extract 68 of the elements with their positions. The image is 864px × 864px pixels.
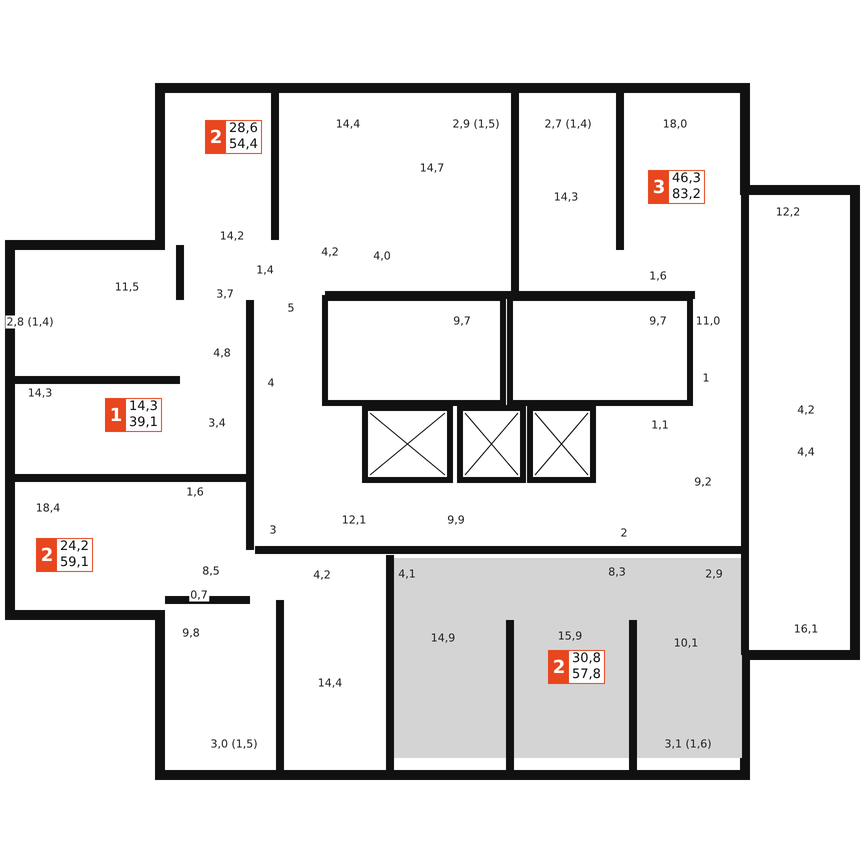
area-label: 2,7 (1,4): [543, 118, 593, 130]
area-label: 9,7: [648, 314, 668, 328]
room-count: 2: [549, 651, 569, 683]
area-value: 46,3: [671, 171, 702, 187]
area-label: 15,9: [556, 630, 584, 642]
area-label: 2,9 (1,5): [451, 118, 501, 130]
area-label: 14,4: [334, 118, 362, 130]
area-label: 11,5: [114, 280, 140, 294]
area-label: 9,9: [446, 514, 466, 526]
room-count: 1: [106, 399, 126, 431]
area-label: 9,7: [452, 314, 472, 328]
area-label: 3,0 (1,5): [209, 738, 259, 750]
area-label: 14,7: [418, 162, 446, 174]
area-label: 4,2: [320, 246, 340, 258]
area-label: 4,1: [397, 568, 417, 580]
area-label: 4,4: [796, 446, 816, 458]
area-value: 39,1: [128, 415, 159, 431]
area-label: 2: [620, 526, 628, 540]
area-label: 9,8: [181, 626, 201, 640]
area-label: 3,1 (1,6): [663, 738, 713, 750]
area-value: 59,1: [59, 555, 90, 571]
area-label: 8,3: [607, 566, 627, 578]
area-label: 3: [268, 524, 278, 536]
area-label: 2,9: [704, 568, 724, 580]
area-label: 4: [266, 376, 276, 390]
area-label: 18,0: [662, 118, 688, 130]
area-value: 14,3: [128, 399, 159, 415]
area-value: 83,2: [671, 187, 702, 203]
area-label: 18,4: [34, 502, 62, 514]
room-count: 3: [649, 171, 669, 203]
room-count: 2: [206, 121, 226, 153]
area-label: 14,9: [430, 632, 456, 644]
area-label: 8,5: [201, 564, 221, 578]
area-label: 9,2: [693, 476, 713, 488]
area-label: 1,6: [185, 486, 205, 498]
area-label: 1,4: [255, 264, 275, 276]
area-label: 14,3: [552, 190, 580, 204]
area-label: 4,0: [372, 250, 392, 262]
area-label: 1: [702, 372, 710, 384]
area-label: 10,1: [672, 636, 700, 650]
room-count: 2: [37, 539, 57, 571]
apartment-badge: [648, 170, 705, 204]
area-label: 5: [286, 302, 296, 314]
area-label: 14,2: [218, 230, 246, 242]
area-label: 1,1: [650, 418, 670, 432]
area-label: 4,2: [312, 568, 332, 582]
apartment-badge: [548, 650, 605, 684]
area-label: 3,7: [215, 288, 235, 300]
area-value: 54,4: [228, 137, 259, 153]
area-label: 12,2: [774, 206, 802, 218]
area-label: 0,7: [189, 588, 209, 602]
area-label: 11,0: [694, 314, 722, 328]
area-label: 12,1: [340, 514, 368, 526]
area-label: 4,2: [796, 404, 816, 416]
area-label: 16,1: [792, 622, 820, 636]
area-label: 1,6: [648, 270, 668, 282]
area-value: 30,8: [571, 651, 602, 667]
area-label: 2,8 (1,4): [5, 316, 55, 328]
apartment-badge: [105, 398, 162, 432]
apartment-badge: [36, 538, 93, 572]
area-label: 14,3: [26, 386, 54, 400]
area-value: 57,8: [571, 667, 602, 683]
apartment-badge: [205, 120, 262, 154]
area-value: 24,2: [59, 539, 90, 555]
area-label: 4,8: [212, 346, 232, 360]
area-value: 28,6: [228, 121, 259, 137]
area-label: 3,4: [207, 416, 227, 430]
area-label: 14,4: [316, 676, 344, 690]
